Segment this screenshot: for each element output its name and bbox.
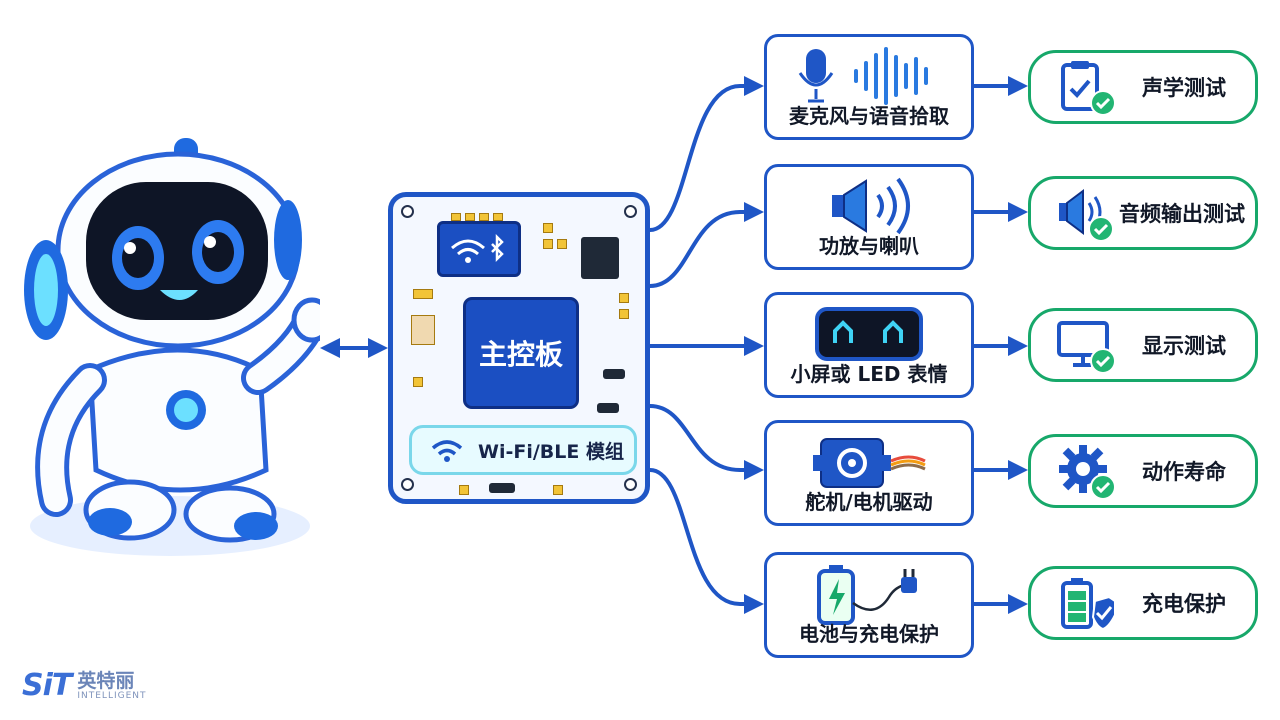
function-box-battery: 电池与充电保护	[764, 552, 974, 658]
function-box-servo: 舵机/电机驱动	[764, 420, 974, 526]
test-label: 充电保护	[1142, 592, 1226, 616]
test-label: 声学测试	[1142, 76, 1226, 100]
battery-charge-icon	[817, 565, 917, 625]
wire-to-speaker	[649, 202, 764, 288]
function-label: 功放与喇叭	[819, 234, 919, 258]
test-box-motion-life: 动作寿命	[1028, 434, 1258, 508]
mount-hole	[401, 205, 414, 218]
wifi-icon	[431, 440, 463, 462]
logo-name-cn: 英特丽	[77, 669, 135, 692]
function-box-speaker: 功放与喇叭	[764, 164, 974, 270]
function-box-microphone: 麦克风与语音拾取	[764, 34, 974, 140]
wire-to-battery	[649, 468, 764, 614]
test-box-acoustic: 声学测试	[1028, 50, 1258, 124]
board-label: 主控板	[478, 338, 563, 371]
wifi-bluetooth-icon	[451, 233, 504, 263]
mount-hole	[624, 205, 637, 218]
function-label: 小屏或 LED 表情	[790, 362, 948, 386]
test-label: 音频输出测试	[1119, 202, 1245, 226]
wifi-ble-module: Wi-Fi/BLE 模组	[409, 425, 637, 475]
test-label: 显示测试	[1142, 334, 1226, 358]
function-label: 电池与充电保护	[799, 622, 939, 646]
wifi-bluetooth-chip	[437, 221, 521, 277]
wire-to-servo	[649, 404, 764, 480]
robot-illustration	[24, 138, 320, 556]
microphone-icon	[798, 47, 928, 105]
logo-name-en: INTELLIGENT	[77, 690, 147, 701]
function-box-display: 小屏或 LED 表情	[764, 292, 974, 398]
main-control-board: 主控板 Wi-Fi/BLE 模组	[388, 192, 650, 504]
wire-to-microphone	[649, 76, 764, 232]
module-label: Wi-Fi/BLE 模组	[478, 440, 624, 463]
main-processor-chip: 主控板	[463, 297, 579, 409]
test-box-charge-protection: 充电保护	[1028, 566, 1258, 640]
led-face-icon	[815, 307, 923, 361]
function-label: 麦克风与语音拾取	[789, 104, 949, 128]
test-box-audio-output: 音频输出测试	[1028, 176, 1258, 250]
mount-hole	[624, 478, 637, 491]
test-box-display: 显示测试	[1028, 308, 1258, 382]
servo-motor-icon	[813, 438, 926, 488]
test-label: 动作寿命	[1142, 460, 1226, 484]
logo-mark: SiT	[22, 668, 72, 703]
company-logo: SiT 英特丽 INTELLIGENT	[22, 668, 147, 703]
speaker-check-icon	[1059, 189, 1114, 242]
gear-check-icon	[1059, 445, 1116, 500]
clipboard-check-icon	[1061, 61, 1116, 116]
battery-shield-icon	[1061, 578, 1116, 631]
monitor-check-icon	[1057, 321, 1116, 374]
function-label: 舵机/电机驱动	[805, 490, 933, 514]
mount-hole	[401, 478, 414, 491]
speaker-icon	[832, 177, 910, 235]
